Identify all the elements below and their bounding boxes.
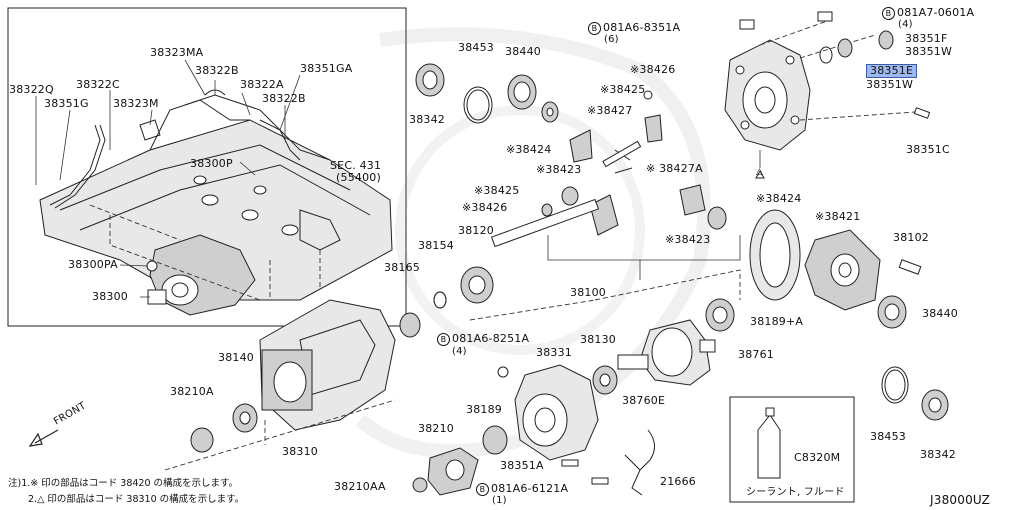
bolt-circle-b-icon: B: [476, 483, 489, 496]
bolt-code: 081A6-8251A: [452, 332, 530, 345]
label-38310: 38310: [282, 445, 318, 458]
label-38154: 38154: [418, 239, 454, 252]
label-38322B-a: 38322B: [195, 64, 239, 77]
label-38421: ※38421: [815, 210, 861, 223]
bolt-qty-4: (1): [492, 495, 507, 506]
triangle-mark-icon: [755, 169, 765, 179]
label-21666: 21666: [660, 475, 696, 488]
label-38322Q: 38322Q: [9, 83, 54, 96]
bottom-right-seals: [881, 366, 949, 421]
label-38322A: 38322A: [240, 78, 284, 91]
sealant-box: [729, 396, 855, 503]
label-38323MA: 38323MA: [150, 46, 204, 59]
label-38760E: 38760E: [622, 394, 666, 407]
label-38100: 38100: [570, 286, 606, 299]
label-38440-top: 38440: [505, 45, 541, 58]
label-38102: 38102: [893, 231, 929, 244]
label-38424-b: ※38424: [756, 192, 802, 205]
label-38140: 38140: [218, 351, 254, 364]
front-label: FRONT: [52, 400, 88, 428]
label-sec-431: SEC. 431: [330, 159, 382, 172]
note-line-2: 2.△ 印の部品はコード 38310 の構成を示します。: [28, 494, 245, 505]
label-38425-b: ※38425: [474, 184, 520, 197]
label-38351W-a: 38351W: [905, 45, 953, 58]
inset-leader-lines: [35, 59, 301, 298]
bolt-circle-b-icon: B: [882, 7, 895, 20]
bolt-circle-b-icon: B: [588, 22, 601, 35]
subframe-inset-box: [7, 7, 407, 327]
label-38342-bottom: 38342: [920, 448, 956, 461]
label-38426-top: ※38426: [630, 63, 676, 76]
label-38189: 38189: [466, 403, 502, 416]
label-38322C: 38322C: [76, 78, 120, 91]
bolt-code: 081A6-6121A: [491, 482, 569, 495]
label-38300P: 38300P: [190, 157, 233, 170]
rear-cover-drawing: [724, 11, 931, 168]
label-38210: 38210: [418, 422, 454, 435]
bolt-qty-1: (6): [604, 34, 619, 45]
label-38427: ※38427: [587, 104, 633, 117]
label-38425-top: ※38425: [600, 83, 646, 96]
sealant-tube-drawing: [757, 407, 781, 479]
label-38331: 38331: [536, 346, 572, 359]
label-38423-a: ※38423: [536, 163, 582, 176]
label-38322B-b: 38322B: [262, 92, 306, 105]
bolt-circle-b-icon: B: [437, 333, 450, 346]
label-sec-sub: (55400): [336, 171, 381, 184]
label-38351A: 38351A: [500, 459, 544, 472]
label-38351G: 38351G: [44, 97, 89, 110]
label-38351F: 38351F: [905, 32, 948, 45]
label-38351C: 38351C: [906, 143, 950, 156]
label-38351E-highlighted[interactable]: 38351E: [866, 64, 918, 78]
front-arrow-icon: [28, 429, 59, 447]
companion-flange-drawing: [617, 298, 735, 386]
label-38423-b: ※38423: [665, 233, 711, 246]
label-38761: 38761: [738, 348, 774, 361]
label-38424-a: ※38424: [506, 143, 552, 156]
rear-subframe-drawing: [39, 89, 393, 316]
diagram-code: J38000UZ: [930, 493, 991, 507]
label-38453-bottom: 38453: [870, 430, 906, 443]
label-38323M: 38323M: [113, 97, 159, 110]
upper-parts: [415, 63, 922, 329]
label-38300: 38300: [92, 290, 128, 303]
label-38300PA: 38300PA: [68, 258, 118, 271]
carrier-housing-drawing: [164, 291, 447, 471]
label-38189A: 38189+A: [750, 315, 804, 328]
label-38342-top: 38342: [409, 113, 445, 126]
side-retainer-drawing: [412, 269, 741, 496]
triangle-mark: △: [756, 167, 764, 177]
label-38120: 38120: [458, 224, 494, 237]
label-38130: 38130: [580, 333, 616, 346]
label-38165: 38165: [384, 261, 420, 274]
bolt-code: 081A7-0601A: [897, 6, 975, 19]
bolt-code: 081A6-8351A: [603, 21, 681, 34]
label-38210A: 38210A: [170, 385, 214, 398]
label-38453-top: 38453: [458, 41, 494, 54]
label-38210AA: 38210AA: [334, 480, 386, 493]
label-38351W-b: 38351W: [866, 78, 914, 91]
bolt-qty-2: (4): [898, 19, 913, 30]
label-38427A: ※ 38427A: [646, 162, 703, 175]
bolt-qty-3: (4): [452, 346, 467, 357]
label-38440-right: 38440: [922, 307, 958, 320]
sealant-caption: シーラント, フルード: [746, 487, 845, 498]
label-C8320M: C8320M: [794, 451, 841, 464]
label-38351GA: 38351GA: [300, 62, 353, 75]
label-38426-b: ※38426: [462, 201, 508, 214]
note-line-1: 注)1.※ 印の部品はコード 38420 の構成を示します。: [8, 478, 239, 489]
